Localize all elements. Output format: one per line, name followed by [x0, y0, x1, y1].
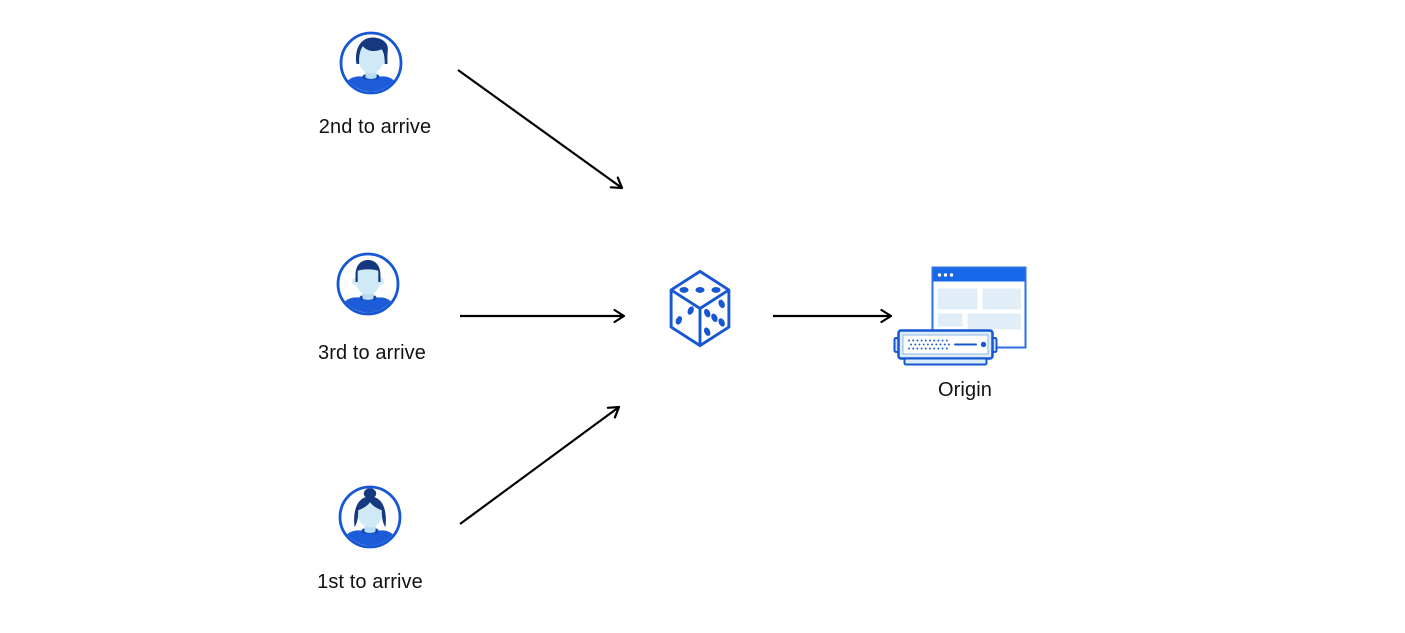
server-base — [903, 357, 988, 366]
node-random-dice — [667, 268, 733, 349]
node-visitor-third — [336, 252, 400, 316]
label-visitor-third: 3rd to arrive — [317, 342, 426, 364]
content-block — [967, 313, 1021, 330]
server-vents — [908, 339, 950, 350]
male-swept-hair-avatar-icon — [339, 31, 403, 95]
hair — [354, 496, 386, 527]
hair — [356, 37, 388, 64]
face — [355, 264, 381, 295]
node-origin — [892, 258, 1032, 368]
male-flat-top-avatar-icon — [336, 252, 400, 316]
browser-window-and-server-icon — [893, 266, 1027, 366]
hair — [355, 260, 381, 282]
label-origin: Origin — [938, 379, 992, 401]
female-bun-avatar-icon — [338, 485, 402, 549]
browser-titlebar — [933, 268, 1025, 282]
server-led — [980, 341, 987, 348]
face — [358, 43, 384, 74]
hair-bun — [363, 488, 377, 499]
dice-icon — [669, 269, 731, 348]
arrow-second-to-dice — [457, 69, 624, 190]
arrow-first-to-dice — [459, 405, 621, 525]
content-block — [937, 313, 963, 327]
server-unit — [893, 329, 998, 366]
label-visitor-second: 2nd to arrive — [318, 116, 432, 138]
node-visitor-second — [339, 31, 403, 95]
content-block — [937, 288, 978, 310]
label-visitor-first: 1st to arrive — [317, 571, 423, 593]
node-visitor-first — [338, 485, 402, 549]
content-block — [982, 288, 1021, 310]
